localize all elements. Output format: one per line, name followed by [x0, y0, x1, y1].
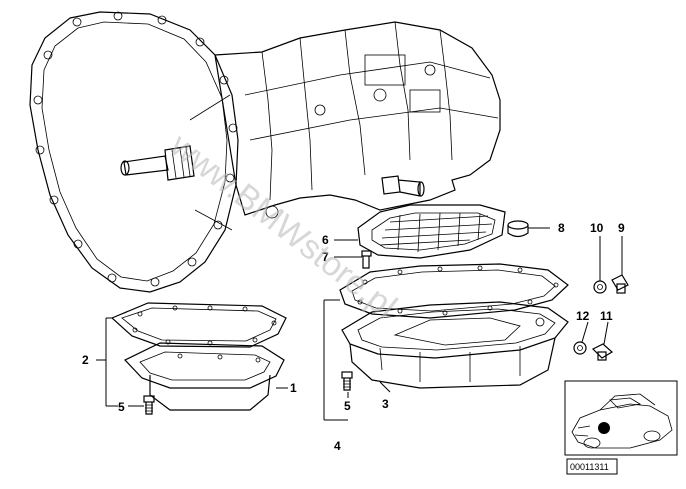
right-pan-bolt: [341, 371, 353, 391]
watermark-text: www.BMWstore.pl: [162, 126, 404, 326]
car-silhouette: [571, 393, 673, 449]
callout-10: 10: [590, 221, 604, 235]
transmission-bell-housing: [29, 11, 239, 293]
callout-5-right: 5: [344, 399, 351, 413]
callout-labels: 1 2 3 4 5 5 6 7 8 9 10 11 12: [82, 221, 625, 453]
callout-8: 8: [558, 221, 565, 235]
callout-4: 4: [334, 439, 341, 453]
right-pan-gasket: [339, 263, 569, 319]
drain-plug-10-9: [593, 274, 629, 294]
callout-12: 12: [576, 309, 590, 323]
output-shaft: [381, 175, 425, 197]
oil-filter-screen: [357, 204, 506, 259]
callout-2: 2: [82, 353, 89, 367]
callout-5-left: 5: [118, 400, 125, 414]
callout-6: 6: [322, 233, 329, 247]
right-oil-pan: [341, 301, 569, 389]
callout-11: 11: [600, 309, 613, 323]
transmission-main-body: [214, 21, 501, 219]
left-pan-gasket: [110, 302, 287, 348]
left-oil-pan: [124, 342, 285, 411]
car-location-inset: 00011311: [564, 380, 678, 475]
pan-plug-8: [507, 220, 529, 238]
input-shaft: [120, 145, 195, 181]
callout-9: 9: [618, 221, 625, 235]
left-pan-bolt: [143, 395, 155, 415]
drain-plug-12-11: [573, 341, 614, 361]
diagram-number: 00011311: [570, 462, 609, 472]
callout-7: 7: [322, 250, 329, 264]
housing-bolt-holes: [33, 11, 238, 287]
diagram-number-box: [566, 458, 618, 475]
gasket-bolt-holes-right: [357, 265, 559, 316]
callout-3: 3: [382, 397, 389, 411]
leader-lines: [96, 227, 623, 421]
location-marker-dot: [598, 422, 610, 434]
filter-screen-bolt: [361, 250, 372, 269]
gasket-bolt-holes-left: [132, 305, 277, 346]
callout-1: 1: [290, 381, 297, 395]
